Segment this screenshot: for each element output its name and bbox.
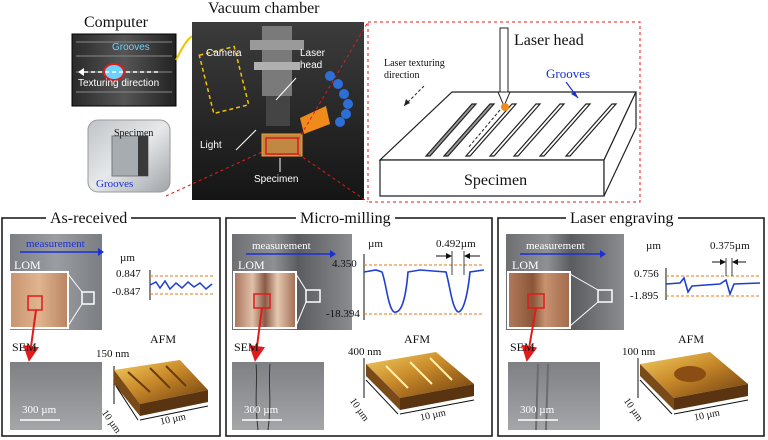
sem-label-1: SEM <box>12 340 37 354</box>
afm-surface-micro-milling <box>363 352 475 415</box>
profile-unit-2: µm <box>368 238 383 250</box>
profile-chart-micro-milling <box>363 251 485 320</box>
vacuum-chamber-title: Vacuum chamber <box>208 0 320 17</box>
profile-ymax-2: 4.350 <box>332 258 357 270</box>
laser-spot <box>501 103 509 111</box>
connector-line-schematic-bottom <box>297 153 369 203</box>
light-glow <box>300 106 330 134</box>
measurement-label-1: measurement <box>26 238 85 250</box>
scale-bar-label-1: 300 µm <box>22 404 57 416</box>
sem-image-micro-milling <box>232 362 324 430</box>
lom-inset-as-received <box>9 271 69 329</box>
afm-label-3: AFM <box>678 332 705 346</box>
panel-title-micro-milling: Micro-milling <box>296 210 395 228</box>
sem-label-3: SEM <box>510 340 535 354</box>
lom-inset-laser-engraving <box>507 271 571 329</box>
blue-coolant-tube <box>325 71 353 127</box>
afm-surface-laser-engraving <box>637 352 749 415</box>
chamber-specimen-label: Specimen <box>254 174 299 185</box>
camera-highlight-box <box>198 45 250 115</box>
afm-label-1: AFM <box>150 332 177 346</box>
measurement-label-2: measurement <box>252 240 311 252</box>
measurement-label-3: measurement <box>526 240 585 252</box>
lom-label-1: LOM <box>14 258 41 272</box>
scale-bar-label-3: 300 µm <box>520 404 555 416</box>
scale-bar-label-2: 300 µm <box>244 404 279 416</box>
profile-ymax-3: 0.756 <box>634 268 659 280</box>
computer-grooves-label: Grooves <box>112 42 150 53</box>
profile-unit-3: µm <box>646 240 661 252</box>
lom-label-3: LOM <box>512 258 539 272</box>
lom-inset-micro-milling <box>233 271 297 329</box>
profile-ymax-1: 0.847 <box>116 268 141 280</box>
laser-head-shape <box>499 27 509 93</box>
profile-chart-laser-engraving <box>665 258 761 300</box>
schematic-specimen-label: Specimen <box>464 172 528 189</box>
schematic-texturing-direction-label: Laser texturing direction <box>384 58 445 81</box>
profile-width-3: 0.375µm <box>710 240 750 252</box>
profile-line-laser-engraving <box>665 276 761 297</box>
profile-unit-1: µm <box>120 252 135 264</box>
afm-z-label-3: 100 nm <box>622 346 656 358</box>
afm-z-label-2: 400 nm <box>348 346 382 358</box>
lom-label-2: LOM <box>238 258 265 272</box>
schematic-grooves <box>424 103 618 157</box>
sem-label-2: SEM <box>234 340 259 354</box>
specimen-holder <box>261 133 303 157</box>
afm-label-2: AFM <box>404 332 431 346</box>
afm-surface-as-received <box>113 360 209 421</box>
computer-texturing-direction-label: Texturing direction <box>78 78 160 89</box>
profile-line-as-received <box>149 279 213 291</box>
sem-image-laser-engraving <box>508 362 600 430</box>
profile-ymin-3: -1.895 <box>630 290 659 302</box>
panel-title-as-received: As-received <box>46 210 132 228</box>
schematic-grooves-label: Grooves <box>546 66 591 81</box>
profile-ymin-1: -0.847 <box>112 286 141 298</box>
connector-line-schematic-top <box>297 21 369 141</box>
specimen-photo-label: Specimen <box>114 128 154 139</box>
afm-z-label-1: 150 nm <box>96 348 130 360</box>
specimen-photo-grooves-label: Grooves <box>96 178 134 190</box>
specimen-block-side <box>603 91 637 197</box>
light-label: Light <box>200 140 222 151</box>
profile-chart-as-received <box>149 270 214 300</box>
sem-image-as-received <box>10 362 102 430</box>
specimen-red-box <box>265 137 299 155</box>
laser-head-photo-label: Laser head <box>300 48 326 71</box>
panel-title-laser-engraving: Laser engraving <box>566 210 678 228</box>
profile-ymin-2: -18.394 <box>326 308 360 320</box>
schematic-laser-head-label: Laser head <box>514 32 584 49</box>
profile-line-micro-milling <box>363 269 485 313</box>
camera-label: Camera <box>206 48 242 59</box>
computer-title: Computer <box>84 14 148 31</box>
profile-width-2: 0.492µm <box>436 238 476 250</box>
